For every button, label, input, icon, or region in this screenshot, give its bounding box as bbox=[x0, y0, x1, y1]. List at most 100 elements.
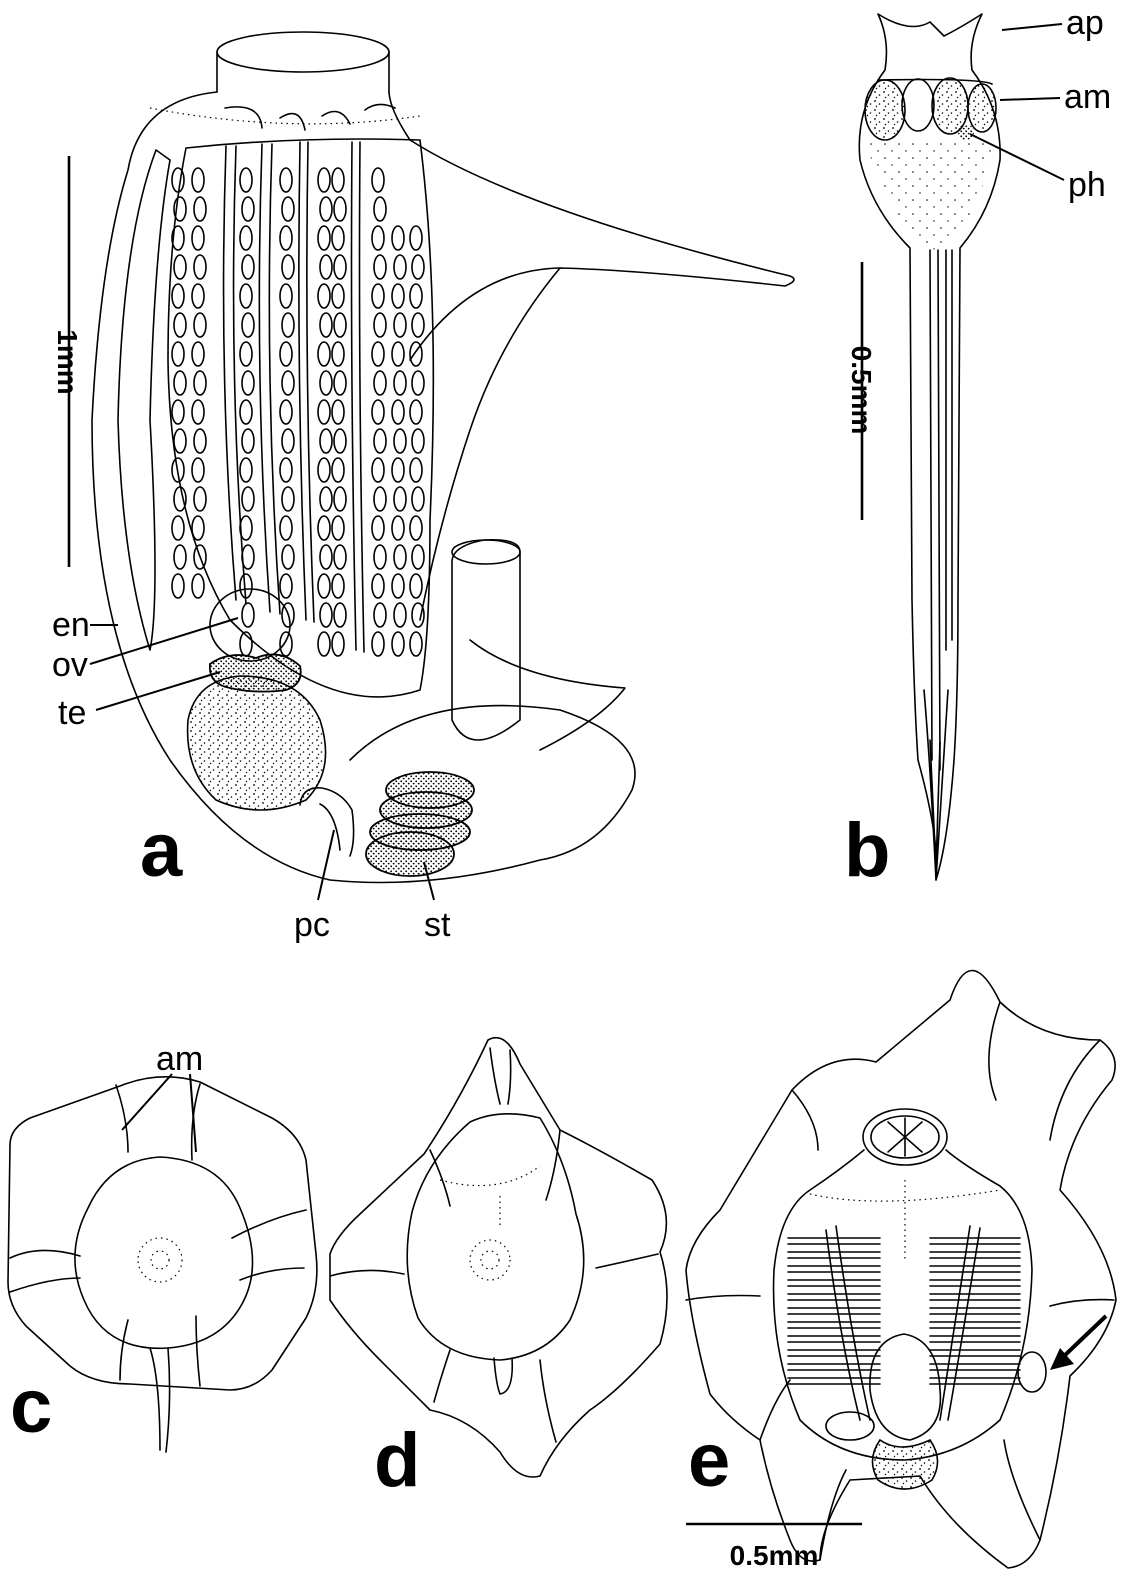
stigma bbox=[242, 487, 254, 511]
stigma bbox=[282, 197, 294, 221]
panel-d-label: d bbox=[374, 1418, 420, 1503]
stigma bbox=[240, 342, 252, 366]
photolith bbox=[958, 124, 974, 140]
stigma bbox=[412, 487, 424, 511]
stigma-row bbox=[788, 1266, 880, 1272]
panel-c: am c bbox=[8, 1040, 317, 1452]
label-ph: ph bbox=[1068, 166, 1106, 204]
stigma bbox=[242, 197, 254, 221]
stigma bbox=[318, 284, 330, 308]
stigma bbox=[174, 313, 186, 337]
scale-bar-b-label: 0.5mm bbox=[846, 346, 877, 435]
stigma-row bbox=[788, 1378, 880, 1384]
stigma-row bbox=[930, 1378, 1020, 1384]
stigma bbox=[334, 603, 346, 627]
stigma-row bbox=[930, 1322, 1020, 1328]
stigma bbox=[372, 400, 384, 424]
stigma bbox=[332, 168, 344, 192]
stigma bbox=[410, 226, 422, 250]
stigma bbox=[280, 458, 292, 482]
stigma bbox=[394, 603, 406, 627]
stigma bbox=[372, 516, 384, 540]
panel-b: 0.5mm ap am ph b bbox=[844, 4, 1111, 893]
stigma bbox=[320, 197, 332, 221]
stigma bbox=[174, 487, 186, 511]
stigma bbox=[280, 284, 292, 308]
stigma bbox=[240, 226, 252, 250]
stigma-row bbox=[788, 1350, 880, 1356]
stigma bbox=[410, 400, 422, 424]
stigma bbox=[394, 487, 406, 511]
stigma-row bbox=[788, 1364, 880, 1370]
label-pc: pc bbox=[294, 906, 330, 944]
stigma bbox=[334, 371, 346, 395]
label-st: st bbox=[424, 906, 451, 944]
stigma bbox=[332, 284, 344, 308]
label-am-b: am bbox=[1064, 78, 1111, 116]
stigma bbox=[174, 545, 186, 569]
stigma bbox=[320, 371, 332, 395]
ampullae-outline-d bbox=[330, 1038, 667, 1477]
stigma bbox=[394, 429, 406, 453]
stigma bbox=[374, 429, 386, 453]
stigma bbox=[392, 400, 404, 424]
label-te: te bbox=[58, 694, 86, 732]
stigma bbox=[280, 574, 292, 598]
stigma bbox=[374, 545, 386, 569]
arrow-target bbox=[1018, 1352, 1046, 1392]
stigma bbox=[412, 255, 424, 279]
stigma-row bbox=[788, 1252, 880, 1258]
panel-e: e 0.5mm bbox=[686, 970, 1116, 1571]
stigma bbox=[332, 632, 344, 656]
stigma bbox=[318, 168, 330, 192]
stigma bbox=[240, 284, 252, 308]
stigma bbox=[410, 516, 422, 540]
stigma bbox=[280, 632, 292, 656]
stigma bbox=[280, 400, 292, 424]
stigma-row bbox=[788, 1308, 880, 1314]
stigma bbox=[280, 226, 292, 250]
gut-loop bbox=[188, 676, 326, 810]
stigma bbox=[320, 603, 332, 627]
ampullae-outline-c bbox=[8, 1077, 317, 1390]
stigma bbox=[412, 429, 424, 453]
panel-a: 1mm bbox=[52, 32, 794, 944]
stigma bbox=[410, 342, 422, 366]
stigma bbox=[394, 313, 406, 337]
stigma bbox=[318, 226, 330, 250]
stigma bbox=[240, 516, 252, 540]
stigma bbox=[332, 458, 344, 482]
endostyle bbox=[118, 150, 170, 650]
stigma-row bbox=[930, 1294, 1020, 1300]
panel-c-label: c bbox=[10, 1364, 52, 1449]
stigma bbox=[412, 545, 424, 569]
stigma bbox=[334, 429, 346, 453]
stigma bbox=[372, 574, 384, 598]
stigma-row bbox=[930, 1336, 1020, 1342]
stigma bbox=[172, 574, 184, 598]
oral-siphon-opening bbox=[217, 32, 389, 72]
stigma bbox=[374, 487, 386, 511]
stigma bbox=[318, 574, 330, 598]
stigma bbox=[372, 632, 384, 656]
stigma bbox=[332, 516, 344, 540]
stigma bbox=[392, 226, 404, 250]
stigma bbox=[334, 545, 346, 569]
stigma bbox=[172, 400, 184, 424]
panel-a-label: a bbox=[140, 808, 183, 893]
panel-d: d bbox=[330, 1038, 667, 1503]
stigma bbox=[412, 313, 424, 337]
stigma bbox=[332, 574, 344, 598]
stigma bbox=[318, 458, 330, 482]
stigma bbox=[374, 371, 386, 395]
stigma bbox=[280, 516, 292, 540]
stigma bbox=[172, 342, 184, 366]
stigma-row bbox=[930, 1280, 1020, 1286]
stigma-row bbox=[788, 1238, 880, 1244]
spine-a bbox=[389, 92, 794, 360]
stigma bbox=[240, 400, 252, 424]
stigma-row bbox=[788, 1294, 880, 1300]
label-ov: ov bbox=[52, 646, 88, 684]
stigma bbox=[320, 429, 332, 453]
